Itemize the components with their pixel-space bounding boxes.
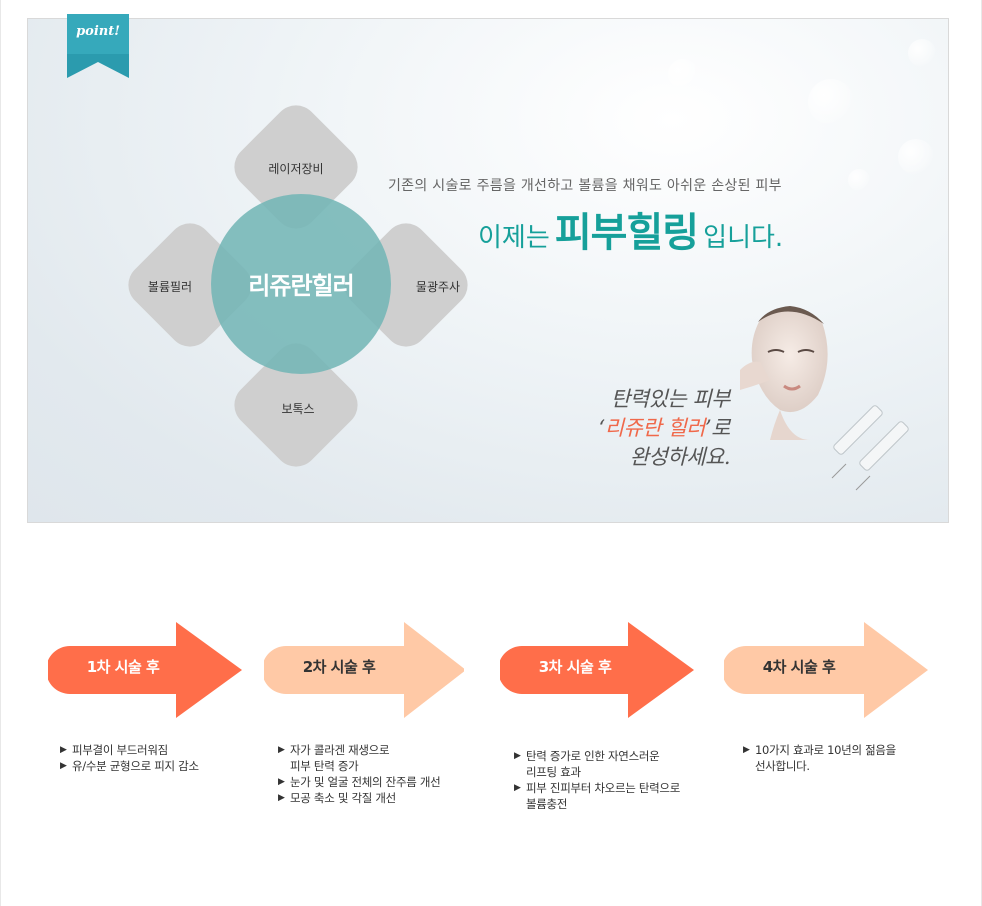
tagline-accent: 리쥬란 힐러 [604,416,706,440]
petal-label-left: 볼륨필러 [147,280,193,294]
step-label: 4차 시술 후 [762,658,836,676]
list-item: 10가지 효과로 10년의 젊음을 선사합니다. [743,742,896,774]
syringe-icon [831,405,909,491]
tagline-line3: 완성하세요. [629,445,731,469]
point-ribbon: point! [67,14,129,78]
headline: 이제는 피부힐링 입니다. [478,200,783,258]
step-4-bullets: 10가지 효과로 10년의 젊음을 선사합니다. [743,742,896,774]
step-3-bullets: 탄력 증가로 인한 자연스러운 리프팅 효과 피부 진피부터 차오르는 탄력으로… [514,748,680,812]
tagline-quote-open: ‘ [598,416,606,440]
petal-label-right: 물광주사 [415,280,461,294]
center-circle [211,194,391,374]
list-item: 모공 축소 및 각질 개선 [278,790,440,806]
tagline-script: 탄력있는 피부 ‘리쥬란 힐러’로 완성하세요. [560,385,731,472]
step-label: 2차 시술 후 [302,658,376,676]
list-item: 피부 진피부터 차오르는 탄력으로 볼륨충전 [514,780,680,812]
step-label: 3차 시술 후 [538,658,612,676]
step-2-bullets: 자가 콜라겐 재생으로 피부 탄력 증가 눈가 및 얼굴 전체의 잔주름 개선 … [278,742,441,806]
bokeh-decoration [668,59,698,89]
arrow-shape [500,622,694,718]
list-item: 눈가 및 얼굴 전체의 잔주름 개선 [278,774,441,790]
bokeh-decoration [908,39,936,67]
list-item: 피부결이 부드러워짐 [60,742,199,758]
step-label: 1차 시술 후 [86,658,160,676]
tagline-line1: 탄력있는 피부 [610,387,731,411]
petal-label-top: 레이저장비 [268,162,324,176]
arrow-shape [724,622,928,718]
step-1: 1차 시술 후 [48,620,248,720]
tagline-quote-close: ’로 [705,416,731,440]
step-2: 2차 시술 후 [264,620,464,720]
arrow-shape [264,622,464,718]
tagline-line2: ‘리쥬란 힐러’로 [560,414,731,443]
headline-emphasis: 피부힐링 [554,210,699,256]
bokeh-decoration [848,169,870,191]
step-3: 3차 시술 후 [500,620,700,720]
headline-pre: 이제는 [478,223,550,253]
petal-label-bottom: 보톡스 [281,402,315,416]
center-label: 리쥬란힐러 [248,272,354,300]
bokeh-decoration [808,79,854,125]
list-item: 유/수분 균형으로 피지 감소 [60,758,199,774]
step-1-bullets: 피부결이 부드러워짐 유/수분 균형으로 피지 감소 [60,742,199,774]
headline-post: 입니다. [703,223,784,253]
arrow-shape [48,622,242,718]
list-item: 탄력 증가로 인한 자연스러운 리프팅 효과 [514,748,680,780]
bokeh-decoration [898,139,934,175]
headline-subtitle: 기존의 시술로 주름을 개선하고 볼륨을 채워도 아쉬운 손상된 피부 [388,178,782,194]
ribbon-label: point! [76,24,120,39]
list-item: 자가 콜라겐 재생으로 피부 탄력 증가 [278,742,440,774]
ribbon-shape-icon [67,14,129,78]
model-face-illustration [740,306,828,440]
step-4: 4차 시술 후 [724,620,928,720]
